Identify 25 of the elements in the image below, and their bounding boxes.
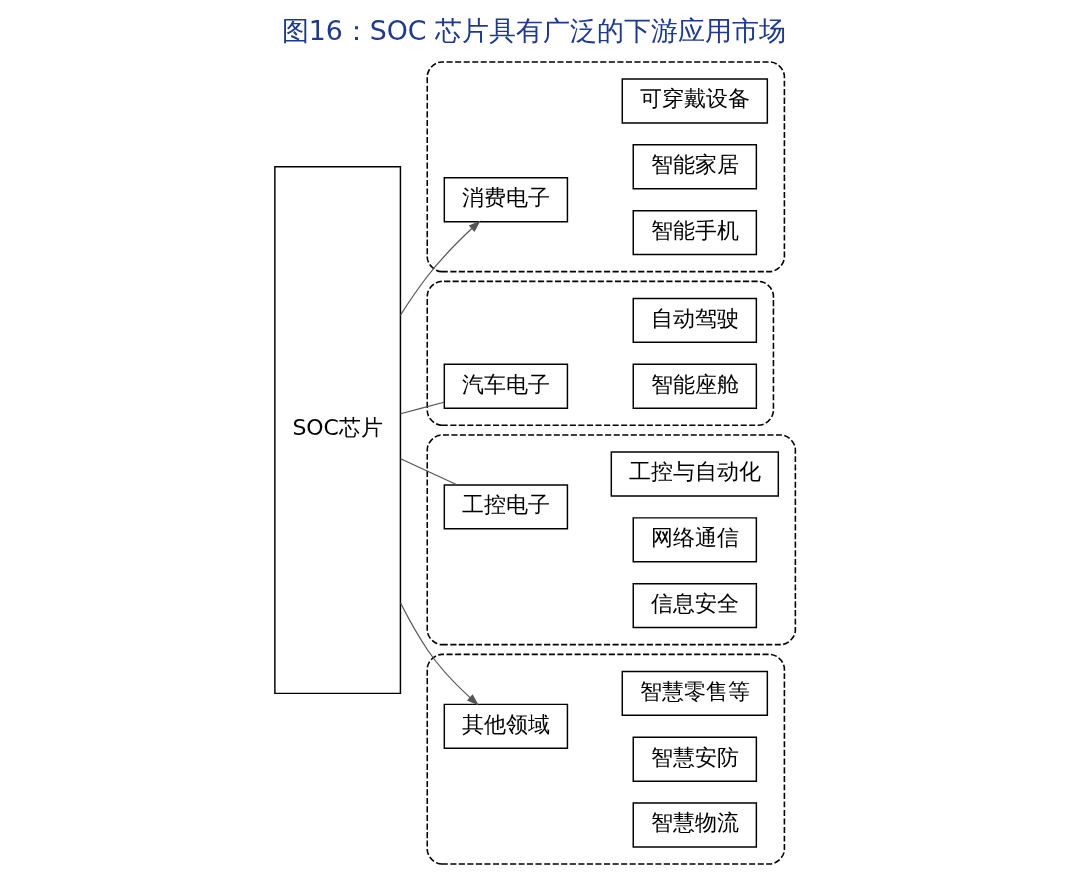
node-box: 智慧零售等: [621, 670, 769, 717]
node-box: 智能座舱: [632, 363, 758, 409]
node-box: 可穿戴设备: [621, 78, 769, 124]
node-box: 其他领域: [443, 703, 569, 749]
node-box: 信息安全: [632, 582, 758, 629]
arrow: [400, 602, 479, 706]
node-box: 汽车电子: [443, 363, 569, 409]
node-box: 智慧物流: [632, 802, 758, 848]
cluster: [426, 61, 786, 273]
cluster: [426, 434, 797, 646]
diagram-title: 图16：SOC 芯片具有广泛的下游应用市场: [281, 14, 787, 46]
node-box: 工控电子: [443, 484, 569, 530]
node-box: 工控与自动化: [610, 451, 780, 497]
cluster: [426, 653, 786, 865]
node-box: 智慧安防: [632, 736, 758, 782]
node-box: 智能手机: [632, 209, 758, 256]
arrow: [399, 220, 481, 316]
node-box: SOC芯片: [274, 166, 402, 695]
cluster: [426, 280, 775, 426]
connector: [400, 458, 458, 486]
node-box: 自动驾驶: [632, 297, 758, 344]
node-box: 智能家居: [632, 144, 758, 190]
node-box: 消费电子: [443, 177, 569, 223]
node-box: 网络通信: [632, 517, 758, 563]
connector: [400, 401, 445, 415]
